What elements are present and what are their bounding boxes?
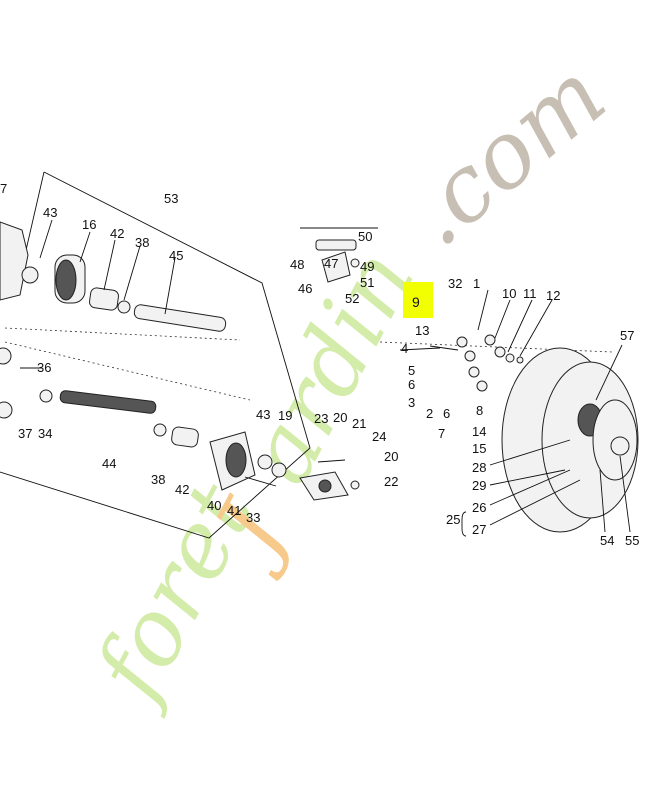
- label-25: 25: [446, 512, 460, 527]
- label-33: 33: [246, 510, 260, 525]
- label-2: 2: [426, 406, 433, 421]
- label-16: 16: [82, 217, 96, 232]
- label-37: 37: [18, 426, 32, 441]
- label-29: 29: [472, 478, 486, 493]
- label-41: 41: [227, 503, 241, 518]
- leader-lines: [20, 219, 631, 537]
- label-32: 32: [448, 276, 462, 291]
- label-40: 40: [207, 498, 221, 513]
- watermark-text-com: .com: [385, 41, 625, 267]
- label-8: 8: [476, 403, 483, 418]
- label-23: 23: [314, 411, 328, 426]
- label-57: 57: [620, 328, 634, 343]
- label-36: 36: [37, 360, 51, 375]
- label-48: 48: [290, 257, 304, 272]
- label-50: 50: [358, 229, 372, 244]
- watermark-text-foret: foret: [72, 466, 275, 721]
- label-38a: 38: [135, 235, 149, 250]
- label-9: 9: [412, 294, 420, 310]
- label-43a: 43: [43, 205, 57, 220]
- label-34: 34: [38, 426, 52, 441]
- label-3: 3: [408, 395, 415, 410]
- label-20a: 20: [333, 410, 347, 425]
- label-11: 11: [523, 286, 537, 301]
- label-38b: 38: [151, 472, 165, 487]
- label-28: 28: [472, 460, 486, 475]
- label-46: 46: [298, 281, 312, 296]
- label-24: 24: [372, 429, 386, 444]
- left-gear-assembly: [0, 221, 287, 491]
- label-49: 49: [360, 259, 374, 274]
- label-6b: 6: [443, 406, 450, 421]
- label-42b: 42: [175, 482, 189, 497]
- label-22: 22: [384, 474, 398, 489]
- label-27: 27: [472, 522, 486, 537]
- label-44: 44: [102, 456, 116, 471]
- label-26: 26: [472, 500, 486, 515]
- label-43b: 43: [256, 407, 270, 422]
- label-52: 52: [345, 291, 359, 306]
- label-20b: 20: [384, 449, 398, 464]
- wheel-assembly: [429, 334, 639, 533]
- label-55: 55: [625, 533, 639, 548]
- highlight-box: [403, 282, 433, 318]
- label-10: 10: [502, 286, 516, 301]
- label-53: 53: [164, 191, 178, 206]
- label-51: 51: [360, 275, 374, 290]
- label-47: 47: [324, 256, 338, 271]
- label-12: 12: [546, 288, 560, 303]
- label-42a: 42: [110, 226, 124, 241]
- label-4: 4: [401, 341, 408, 356]
- label-7b: 7: [438, 426, 445, 441]
- label-5: 5: [408, 363, 415, 378]
- middle-link-assembly: [299, 239, 360, 501]
- label-1: 1: [473, 276, 480, 291]
- label-6a: 6: [408, 377, 415, 392]
- label-21: 21: [352, 416, 366, 431]
- small-parts-cluster: [429, 334, 524, 392]
- label-7a: 7: [0, 181, 7, 196]
- label-19: 19: [278, 408, 292, 423]
- label-15: 15: [472, 441, 486, 456]
- part-labels: 9 7 43 16 42 38 45 53 36 37 34 44 38 42 …: [0, 181, 639, 548]
- label-14: 14: [472, 424, 486, 439]
- label-45: 45: [169, 248, 183, 263]
- label-54: 54: [600, 533, 614, 548]
- label-13: 13: [415, 323, 429, 338]
